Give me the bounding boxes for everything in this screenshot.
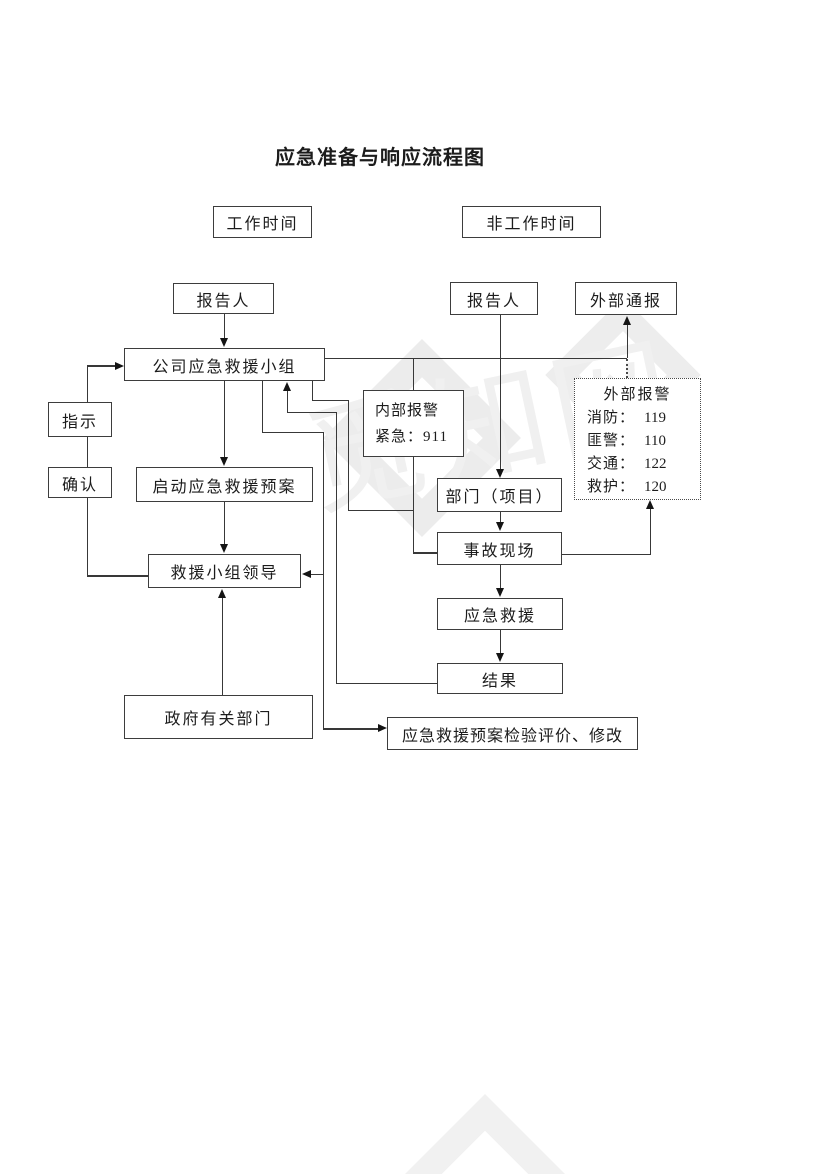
flow-line [87,365,116,367]
node-label: 报告人 [466,292,521,310]
flow-line [413,552,437,554]
flow-line [221,597,224,695]
arrow-up-icon [645,500,654,509]
node-start-plan: 启动应急救援预案 [136,467,313,502]
arrow-right-icon [378,724,387,733]
dotted-connector [626,359,628,378]
node-emergency-rescue: 应急救援 [437,598,563,630]
node-label: 救援小组领导 [170,565,279,582]
node-internal-alarm: 内部报警 紧急：911 [363,390,464,457]
node-reporter-left: 报告人 [173,283,274,314]
flow-line [262,431,323,434]
flow-line [412,457,415,553]
node-reporter-right: 报告人 [450,282,538,315]
node-result: 结果 [437,663,563,694]
flow-line [311,573,324,576]
node-label: 事故现场 [463,542,536,560]
flow-line [287,411,336,414]
node-label: 工作时间 [226,216,299,233]
diagram-title: 应急准备与响应流程图 [275,147,485,169]
arrow-left-icon [302,569,311,578]
node-label: 结果 [481,672,518,690]
alarm-row: 救护： 120 [575,476,700,499]
arrow-down-icon [495,653,504,662]
flow-line [335,412,338,683]
node-label: 紧急：911 [375,428,448,445]
node-accident-scene: 事故现场 [437,532,562,565]
node-non-work-time: 非工作时间 [462,206,601,238]
arrow-down-icon [219,457,228,466]
alarm-name: 交通： [587,456,636,472]
flow-line [223,381,226,458]
node-work-time: 工作时间 [213,206,312,238]
flow-line [348,509,413,512]
flow-line [336,682,437,685]
node-label: 外部报警 [603,387,672,403]
flow-line [499,512,502,523]
flow-line [325,357,627,360]
arrow-down-icon [495,469,504,478]
arrow-right-icon [115,361,124,370]
node-label: 政府有关部门 [164,711,273,728]
alarm-name: 消防： [587,410,636,426]
arrow-down-icon [219,544,228,553]
flow-line [649,508,652,554]
flow-line [499,630,502,655]
arrow-up-icon [217,589,226,598]
alarm-name: 救护： [587,479,636,495]
alarm-number: 122 [644,456,667,472]
flow-line [286,391,289,412]
flow-line [412,358,415,390]
alarm-number: 119 [644,410,666,426]
arrow-down-icon [495,588,504,597]
alarm-row: 交通： 122 [575,453,700,476]
flow-line [562,553,651,556]
flow-line [87,575,148,577]
node-company-rescue-team: 公司应急救援小组 [124,348,325,381]
flow-line [311,381,314,400]
node-label: 部门（项目） [445,489,554,506]
node-department: 部门（项目） [437,478,562,512]
alarm-row: 匪警： 110 [575,430,700,453]
flow-line [626,324,629,358]
alarm-number: 120 [644,479,667,495]
node-external-notify: 外部通报 [575,282,677,315]
node-confirm: 确认 [48,467,112,498]
node-external-alarm: 外部报警 消防： 119 匪警： 110 交通： 122 救护： 120 [574,378,701,500]
watermark-diamond [369,1094,601,1174]
flow-line [223,314,226,339]
arrow-up-icon [282,382,291,391]
node-label: 应急救援预案检验评价、修改 [401,727,623,745]
flow-line [261,381,264,432]
node-rescue-leader: 救援小组领导 [148,554,301,588]
node-label: 启动应急救援预案 [152,478,297,496]
node-label: 应急救援 [463,608,536,625]
alarm-row: 消防： 119 [575,407,700,430]
flow-line [499,565,502,590]
node-label: 外部通报 [589,292,662,310]
node-label: 确认 [61,476,98,494]
alarm-number: 110 [644,433,666,449]
flow-line [223,502,226,545]
node-label: 报告人 [196,292,251,310]
arrow-up-icon [622,316,631,325]
flow-line [312,399,348,402]
alarm-name: 匪警： [587,433,636,449]
flow-line [499,315,502,470]
arrow-down-icon [219,338,228,347]
node-label: 公司应急救援小组 [152,358,297,376]
node-label: 内部报警 [375,402,440,419]
node-government: 政府有关部门 [124,695,313,739]
node-instruct: 指示 [48,402,112,437]
flow-line [323,728,379,730]
node-label: 非工作时间 [486,216,577,233]
flow-line [322,432,325,729]
node-plan-review: 应急救援预案检验评价、修改 [387,717,638,750]
arrow-down-icon [495,522,504,531]
node-label: 指示 [61,413,98,431]
flow-line [347,400,350,510]
